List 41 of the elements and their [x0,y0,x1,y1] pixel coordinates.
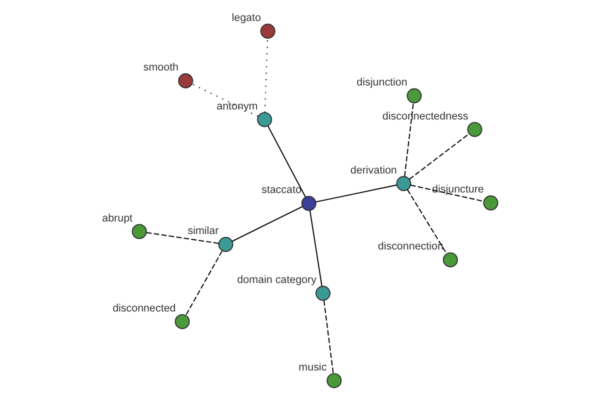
node-label: antonym [216,100,258,112]
node-circle [396,176,412,192]
connector [185,250,223,316]
node-label: abrupt [102,212,133,224]
connector [404,102,414,176]
node-circle [178,73,194,88]
node-circle [132,224,147,240]
node-label: disconnection [378,240,444,253]
node-label: legato [232,12,261,24]
node-circle [301,196,316,211]
connector [406,189,448,254]
node-label: disjuncture [432,184,484,196]
node-label: domain category [237,274,316,286]
connector [309,210,322,286]
connector [323,300,334,374]
node-label: staccato [261,184,302,196]
node-label: similar [188,225,219,238]
node-circle [315,286,331,301]
connector [264,38,268,112]
node-circle [483,195,498,210]
node-circle [260,24,276,39]
node-label: disconnectedness [382,110,468,122]
node-circle [326,373,342,388]
node-circle [257,112,272,128]
connector [408,133,470,180]
connector [267,126,306,198]
node-circle [406,88,422,104]
node-circle [218,236,234,252]
connector [232,206,303,242]
node-circle [174,314,190,330]
connector [316,184,397,202]
node-circle [442,252,458,268]
connector [146,232,219,244]
node-circle [467,122,482,137]
node-label: derivation [350,164,397,176]
node-label: music [298,361,327,374]
node-label: disjunction [356,76,408,89]
node-label: disconnected [112,302,176,314]
connector [192,83,258,117]
connector [410,184,484,202]
node-label: smooth [143,62,179,74]
